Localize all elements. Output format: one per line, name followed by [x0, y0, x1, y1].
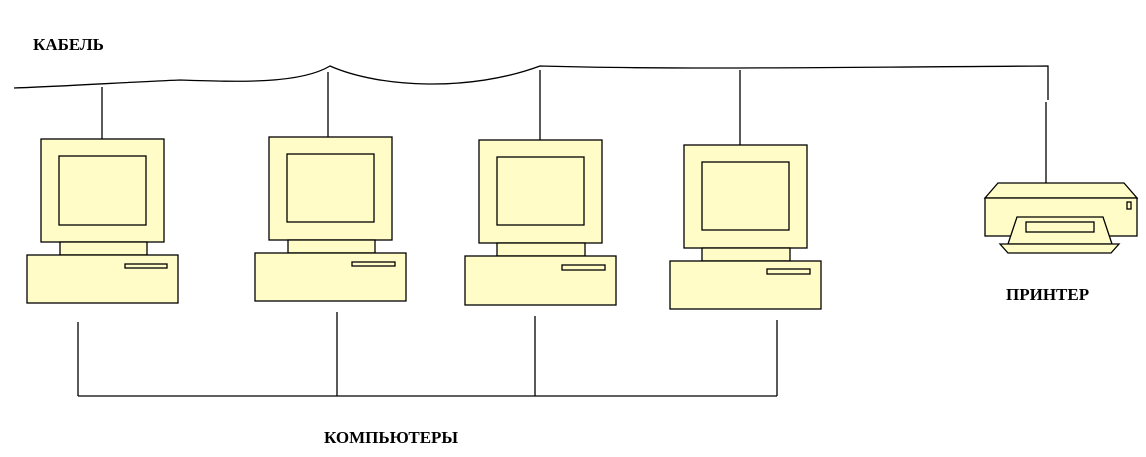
monitor-stand — [496, 242, 586, 257]
computer-1 — [26, 138, 179, 304]
printer-label: ПРИНТЕР — [1006, 285, 1090, 304]
printer-top — [983, 182, 1139, 199]
monitor-stand — [59, 241, 148, 256]
printer-button — [1126, 201, 1132, 210]
computer-3 — [464, 139, 617, 306]
printer-tray-slot — [1025, 221, 1095, 233]
cable-label: КАБЕЛЬ — [33, 35, 104, 54]
system-unit — [26, 254, 179, 304]
drive-slot — [561, 264, 606, 271]
system-unit — [464, 255, 617, 306]
monitor-screen — [701, 161, 790, 231]
drive-slot — [351, 261, 396, 267]
monitor-stand — [701, 247, 791, 262]
system-unit — [254, 252, 407, 302]
computer-2 — [254, 136, 407, 302]
printer-output-tray — [998, 243, 1121, 254]
system-unit — [669, 260, 822, 310]
computers-label: КОМПЬЮТЕРЫ — [324, 428, 459, 447]
drive-slot — [766, 268, 811, 275]
monitor-stand — [287, 239, 376, 254]
monitor-screen — [286, 153, 375, 223]
cable-line — [13, 65, 1049, 100]
monitor-screen — [496, 156, 585, 226]
monitor-screen — [58, 155, 147, 226]
drive-slot — [124, 263, 168, 269]
computer-4 — [669, 144, 822, 310]
printer — [983, 182, 1139, 254]
